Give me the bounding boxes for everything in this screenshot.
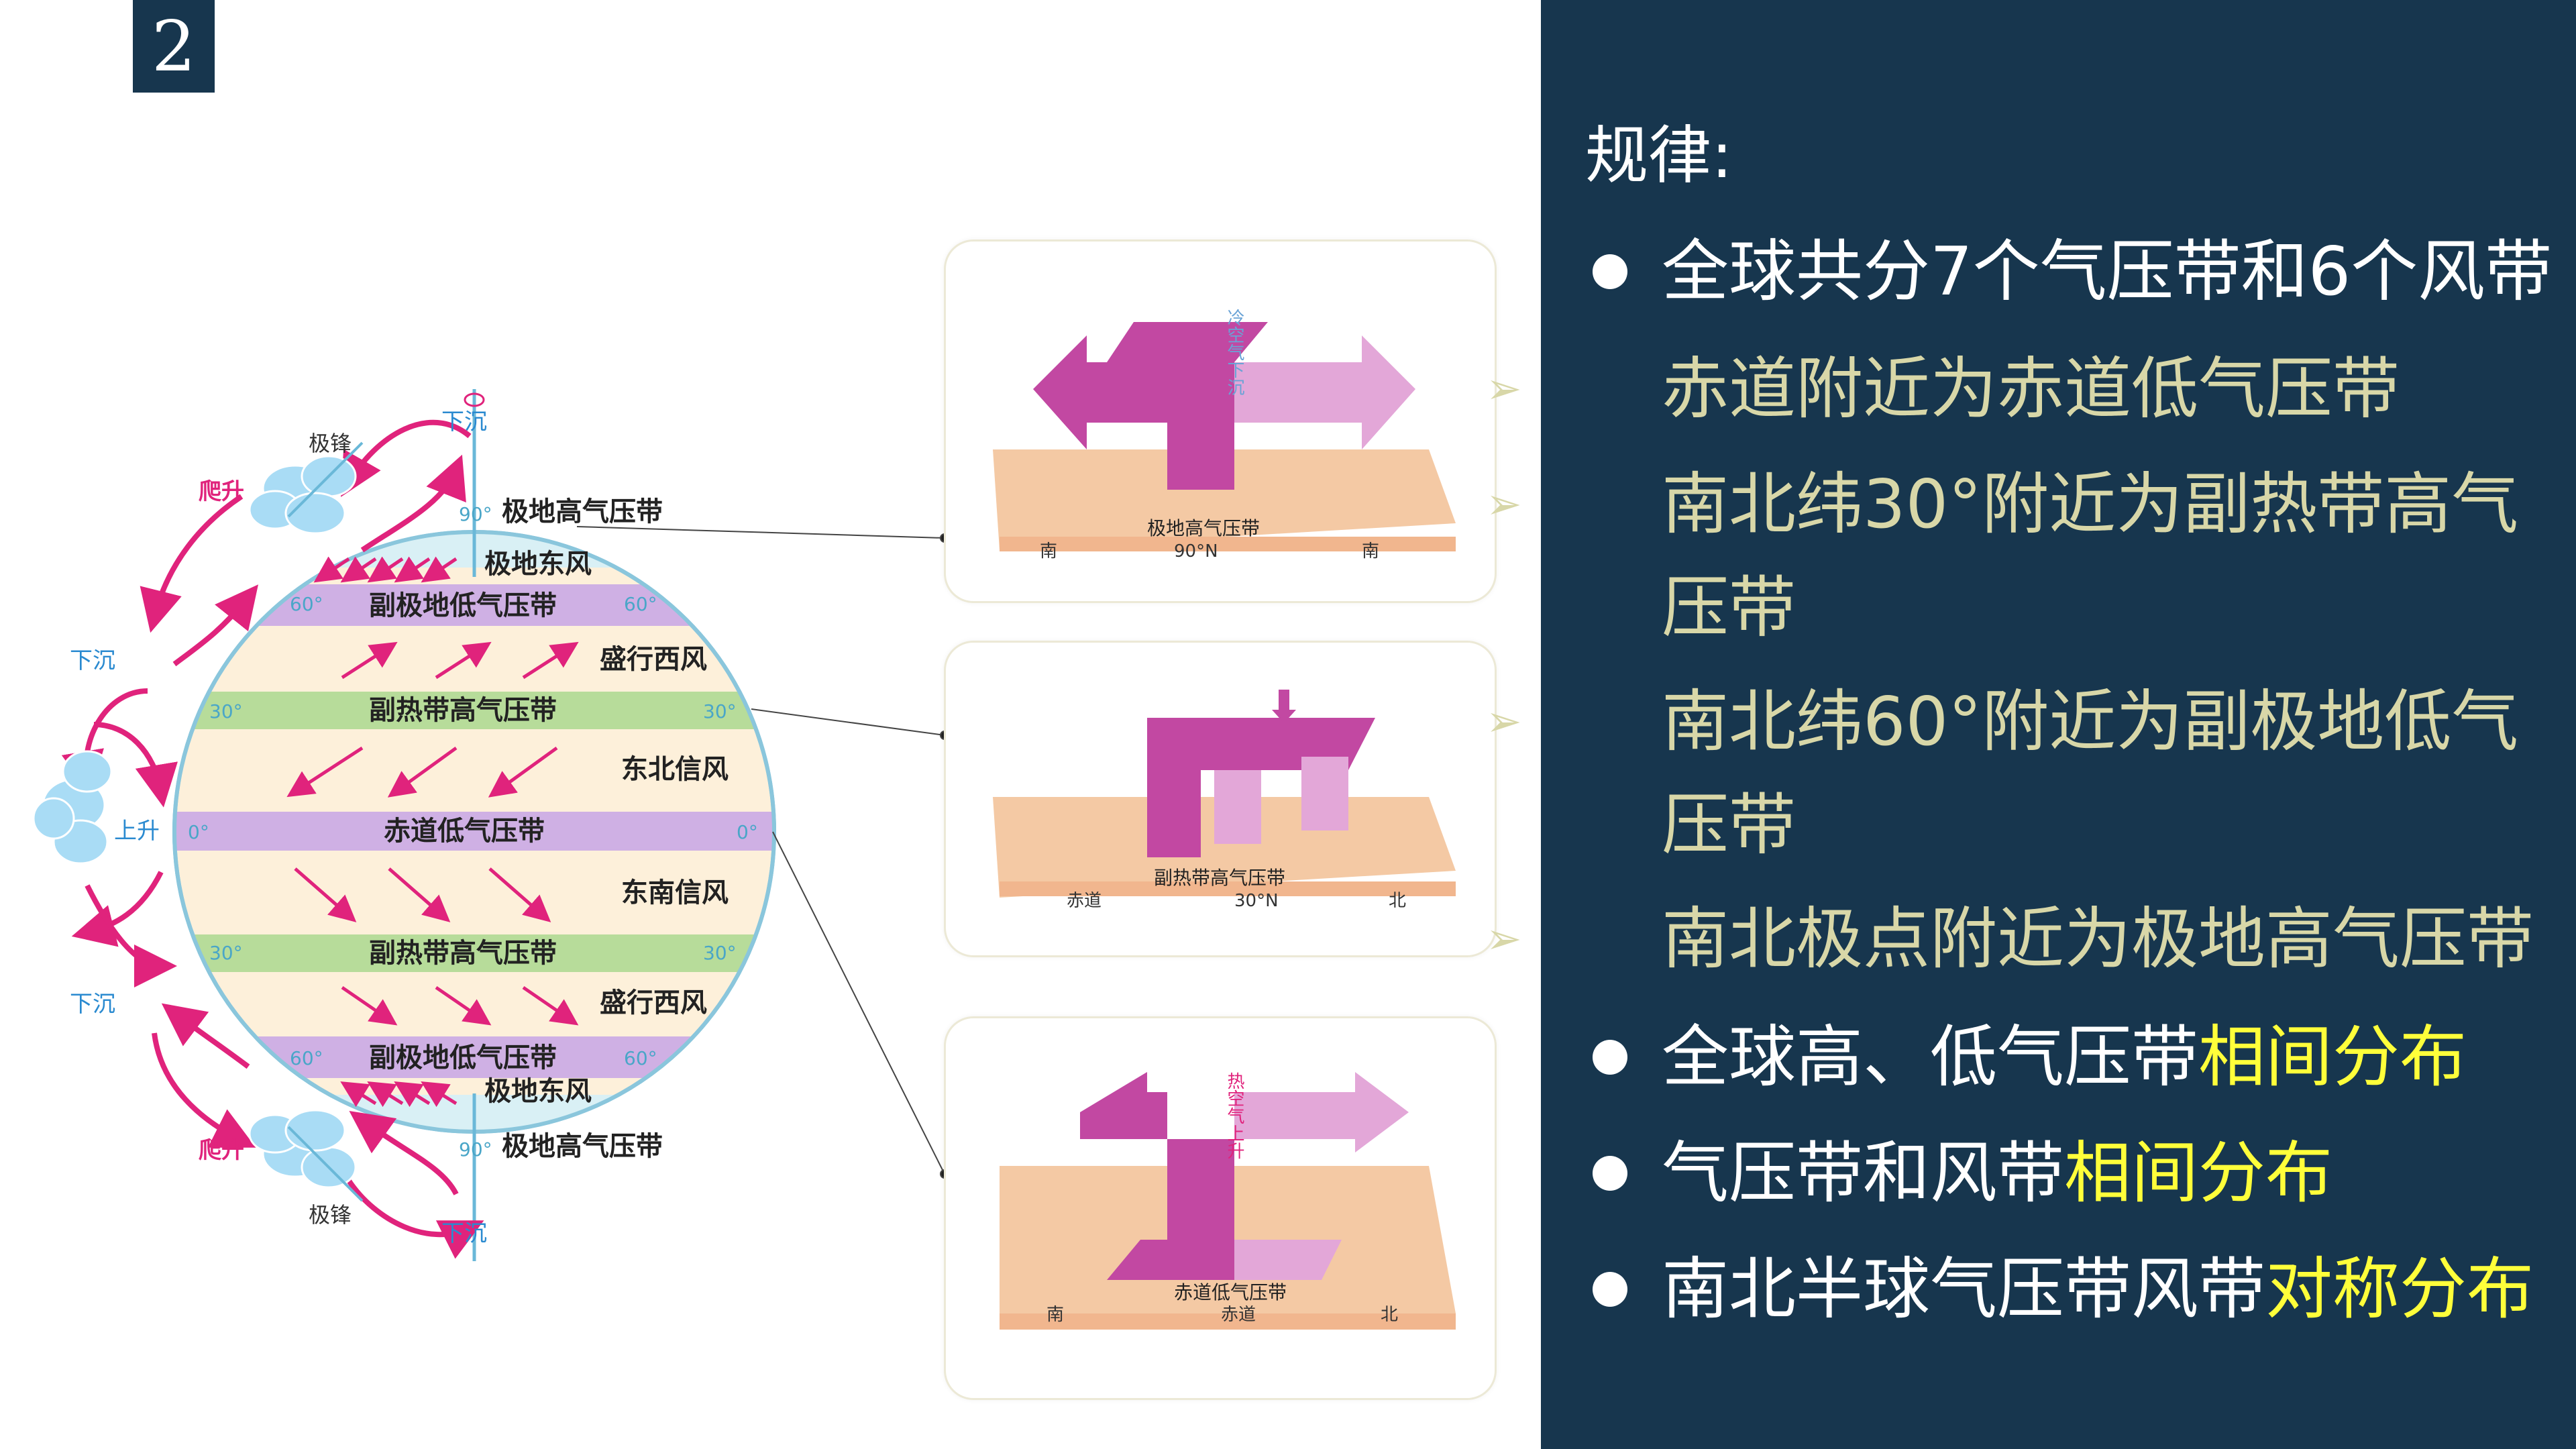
label-xiachen-top: 下沉 bbox=[441, 409, 487, 435]
card1-left: 南 bbox=[1040, 541, 1057, 561]
tick-arrow-2: ➢ bbox=[1486, 480, 1522, 529]
svg-text:90°: 90° bbox=[459, 1138, 492, 1161]
label-xiachen-left-bottom: 下沉 bbox=[70, 991, 115, 1018]
rule-subline-30-cont: 压带 bbox=[1662, 568, 1796, 647]
rule-line-pressure-wind: 气压带和风带相间分布 bbox=[1662, 1134, 2332, 1212]
card3-center: 赤道 bbox=[1221, 1305, 1256, 1325]
global-pressure-belt-diagram: 极锋 爬升 下沉 下沉 上升 下沉 爬升 极锋 下沉 90° 60° 60° 3… bbox=[32, 389, 776, 1261]
label-jifeng-bottom: 极锋 bbox=[309, 1202, 352, 1228]
bullet-dot-3 bbox=[1593, 1156, 1627, 1191]
rule-subline-30: 南北纬30°附近为副热带高气 bbox=[1662, 465, 2519, 543]
rule-subline-60: 南北纬60°附近为副极地低气 bbox=[1662, 682, 2519, 761]
label-polar-high-s: 极地高气压带 bbox=[502, 1131, 663, 1162]
rules-panel: 规律: 全球共分7个气压带和6个风带 赤道附近为赤道低气压带 南北纬30°附近为… bbox=[1541, 0, 2576, 1449]
card-equatorial-low: 热空气上升 赤道低气压带 南 赤道 北 bbox=[944, 1016, 1497, 1400]
label-pasheng-bottom: 爬升 bbox=[199, 1137, 244, 1164]
card1-vertical-label: 冷空气下沉 bbox=[1224, 309, 1244, 396]
label-westerly-n: 盛行西风 bbox=[600, 644, 707, 675]
card-polar-high: 冷空气下沉 极地高气压带 南 90°N 南 bbox=[944, 239, 1497, 603]
card3-belt-label: 赤道低气压带 bbox=[1174, 1281, 1287, 1303]
rule-subline-equatorial: 赤道附近为赤道低气压带 bbox=[1662, 350, 2400, 428]
tick-arrow-3: ➢ bbox=[1486, 697, 1522, 747]
label-subtropical-high-s: 副热带高气压带 bbox=[369, 938, 557, 969]
card3-right: 北 bbox=[1381, 1305, 1398, 1325]
card3-vertical-label: 热空气上升 bbox=[1224, 1072, 1244, 1159]
svg-text:0°: 0° bbox=[737, 821, 758, 843]
label-xiachen-bottom: 下沉 bbox=[441, 1220, 487, 1247]
card2-right: 北 bbox=[1389, 891, 1406, 911]
svg-text:60°: 60° bbox=[624, 1047, 657, 1069]
bullet-dot-2 bbox=[1593, 1040, 1627, 1075]
belt-subtropical-high-s bbox=[174, 934, 774, 972]
card1-right: 南 bbox=[1362, 541, 1379, 561]
label-subpolar-low-n: 副极地低气压带 bbox=[369, 590, 557, 621]
connector-lines bbox=[576, 526, 949, 1179]
card-subtropical-high: 副热带高气压带 赤道 30°N 北 bbox=[944, 641, 1497, 957]
card2-left: 赤道 bbox=[1067, 891, 1102, 911]
rule-line-alternating-belts: 全球高、低气压带相间分布 bbox=[1662, 1018, 2467, 1096]
label-pasheng-top: 爬升 bbox=[199, 478, 244, 505]
card2-belt-label: 副热带高气压带 bbox=[1154, 867, 1285, 889]
card1-center: 90°N bbox=[1174, 541, 1218, 561]
svg-text:60°: 60° bbox=[624, 593, 657, 615]
slide-number-badge: 2 bbox=[133, 0, 215, 93]
rule-line-1: 全球共分7个气压带和6个风带 bbox=[1662, 232, 2553, 311]
svg-text:90°: 90° bbox=[459, 503, 492, 525]
svg-text:30°: 30° bbox=[703, 700, 737, 722]
label-polar-east-n: 极地东风 bbox=[484, 549, 592, 580]
rule-line-symmetry: 南北半球气压带风带对称分布 bbox=[1662, 1250, 2534, 1328]
card1-belt-label: 极地高气压带 bbox=[1147, 517, 1260, 539]
belt-subtropical-high-n bbox=[174, 692, 774, 729]
card2-center: 30°N bbox=[1234, 891, 1279, 911]
rule-subline-polar: 南北极点附近为极地高气压带 bbox=[1662, 900, 2534, 978]
label-ne-trade: 东北信风 bbox=[621, 754, 729, 785]
highlight-symmetric: 对称分布 bbox=[2265, 1250, 2534, 1328]
highlight-alternating-2: 相间分布 bbox=[2064, 1134, 2332, 1212]
card3-left: 南 bbox=[1046, 1305, 1064, 1325]
label-se-trade: 东南信风 bbox=[621, 877, 729, 908]
label-xiachen-left-top: 下沉 bbox=[70, 647, 115, 674]
tick-arrow-1: ➢ bbox=[1486, 364, 1522, 414]
highlight-alternating-1: 相间分布 bbox=[2198, 1018, 2467, 1096]
bullet-dot-4 bbox=[1593, 1272, 1627, 1307]
label-subtropical-high-n: 副热带高气压带 bbox=[369, 695, 557, 726]
rules-heading: 规律: bbox=[1585, 119, 1733, 193]
belt-equatorial-low bbox=[174, 812, 774, 851]
label-polar-east-s: 极地东风 bbox=[484, 1076, 592, 1107]
rule-subline-60-cont: 压带 bbox=[1662, 786, 1796, 864]
tick-arrow-4: ➢ bbox=[1486, 914, 1522, 964]
svg-text:60°: 60° bbox=[290, 1047, 323, 1069]
svg-text:30°: 30° bbox=[209, 700, 243, 722]
bullet-dot-1 bbox=[1593, 254, 1627, 289]
label-jifeng-top: 极锋 bbox=[309, 431, 352, 456]
svg-text:0°: 0° bbox=[188, 821, 209, 843]
svg-text:30°: 30° bbox=[209, 942, 243, 964]
label-equatorial-low: 赤道低气压带 bbox=[384, 816, 545, 847]
label-polar-high-n: 极地高气压带 bbox=[502, 496, 663, 527]
label-subpolar-low-s: 副极地低气压带 bbox=[369, 1042, 557, 1073]
svg-text:60°: 60° bbox=[290, 593, 323, 615]
label-shangsheng: 上升 bbox=[114, 818, 160, 845]
svg-text:30°: 30° bbox=[703, 942, 737, 964]
label-westerly-s: 盛行西风 bbox=[600, 987, 707, 1018]
